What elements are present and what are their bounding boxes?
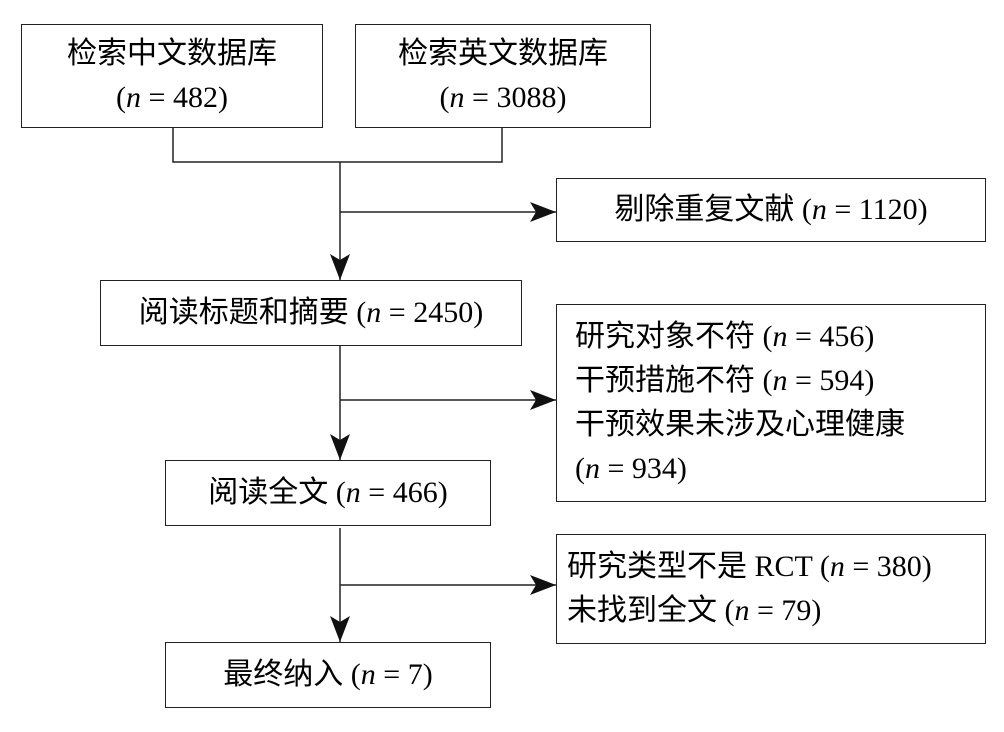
en-db-count: (n = 3088) [439, 81, 567, 114]
excl1-n-1: 456 [819, 320, 865, 353]
excl1-n-3: 934 [631, 452, 677, 485]
excl1-item-2: 干预措施不符 (n = 594) [575, 364, 875, 397]
fulltext-n: 466 [392, 476, 438, 509]
excl2-n-1: 380 [876, 550, 922, 583]
excl2-item-2: 未找到全文 (n = 79) [567, 594, 822, 627]
box-exclusion-2: 研究类型不是 RCT (n = 380) 未找到全文 (n = 79) [556, 534, 986, 644]
screen-label: 阅读标题和摘要 [138, 296, 349, 329]
excl2-label-2: 未找到全文 [567, 594, 717, 627]
box-cn-db: 检索中文数据库 (n = 482) [21, 24, 323, 128]
en-db-n: 3088 [496, 81, 557, 114]
box-final: 最终纳入 (n = 7) [165, 642, 491, 708]
excl2-label-1: 研究类型不是 RCT [567, 550, 813, 583]
excl1-n-2: 594 [819, 364, 865, 397]
screen-line: 阅读标题和摘要 (n = 2450) [138, 296, 484, 329]
excl1-item-3-count: (n = 934) [575, 452, 687, 485]
box-fulltext: 阅读全文 (n = 466) [165, 460, 491, 526]
en-db-title: 检索英文数据库 [398, 37, 608, 70]
box-screen: 阅读标题和摘要 (n = 2450) [100, 280, 522, 346]
box-en-db: 检索英文数据库 (n = 3088) [355, 24, 651, 128]
cn-db-count: (n = 482) [116, 81, 228, 114]
box-exclusion-1: 研究对象不符 (n = 456) 干预措施不符 (n = 594) 干预效果未涉… [556, 304, 986, 502]
box-duplicates: 剔除重复文献 (n = 1120) [556, 178, 986, 242]
final-line: 最终纳入 (n = 7) [223, 658, 433, 691]
final-n: 7 [407, 658, 423, 691]
excl2-n-2: 79 [781, 594, 812, 627]
final-label: 最终纳入 [223, 658, 344, 691]
excl1-item-1: 研究对象不符 (n = 456) [575, 320, 875, 353]
dup-line: 剔除重复文献 (n = 1120) [614, 193, 928, 226]
fulltext-line: 阅读全文 (n = 466) [208, 476, 448, 509]
dup-label: 剔除重复文献 [614, 193, 795, 226]
cn-db-title: 检索中文数据库 [67, 37, 277, 70]
screen-n: 2450 [413, 296, 474, 329]
excl1-label-2: 干预措施不符 [575, 364, 755, 397]
cn-db-n: 482 [172, 81, 218, 114]
dup-n: 1120 [858, 193, 918, 226]
excl2-item-1: 研究类型不是 RCT (n = 380) [567, 550, 932, 583]
merge-connector [172, 128, 503, 163]
excl1-item-3: 干预效果未涉及心理健康 [575, 408, 905, 441]
fulltext-label: 阅读全文 [208, 476, 329, 509]
excl1-label-1: 研究对象不符 [575, 320, 755, 353]
